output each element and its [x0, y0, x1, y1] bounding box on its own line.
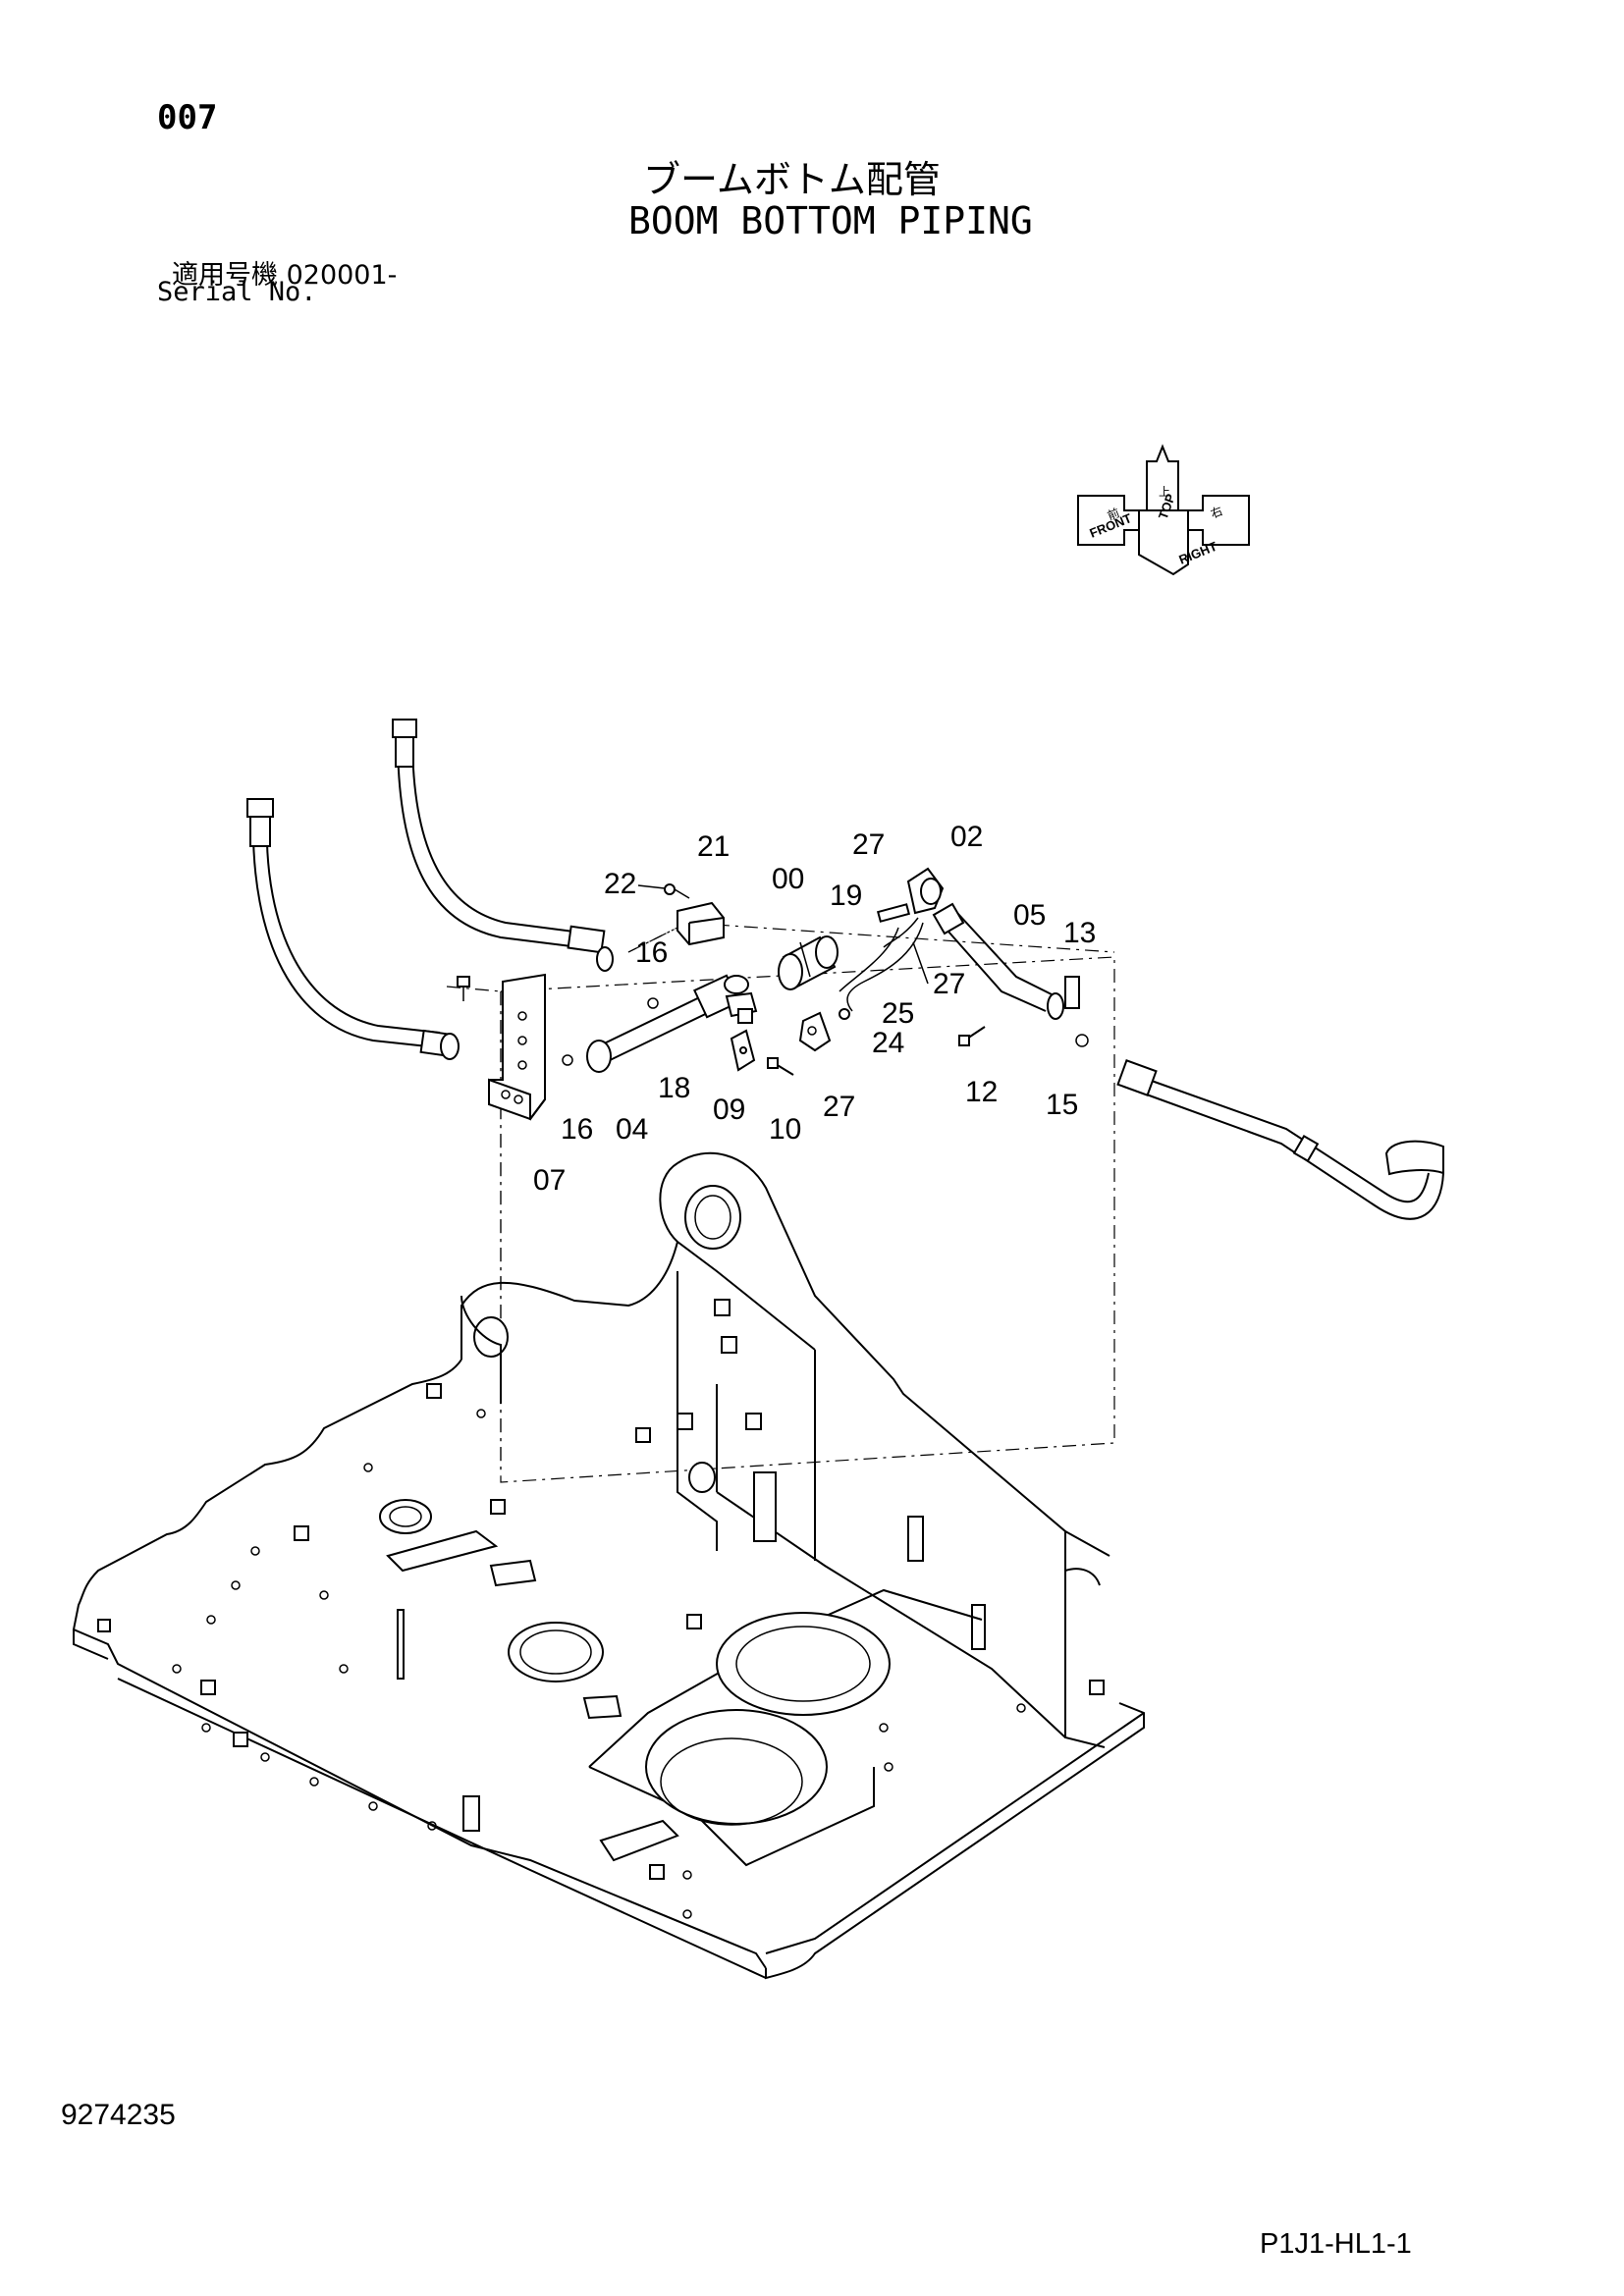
callout-07: 07: [533, 1164, 566, 1197]
clamp-21: [664, 883, 725, 946]
callout-27-top: 27: [852, 828, 885, 861]
small-parts: [562, 997, 986, 1076]
page-number: 007: [157, 98, 218, 137]
leader-22: [637, 884, 666, 889]
connector-02: [839, 867, 945, 1012]
callout-13: 13: [1063, 917, 1096, 949]
callout-27-mid: 27: [933, 968, 965, 1000]
orientation-right-jp: 右: [1209, 503, 1225, 520]
callout-21: 21: [697, 830, 730, 863]
document-number: 9274235: [61, 2099, 176, 2131]
serial-label-english: Serial No.: [157, 277, 317, 307]
callouts: 21 22 00 27 02 19 05 13 16 27 25 24 18 0…: [533, 821, 1096, 1197]
callout-15: 15: [1046, 1089, 1078, 1121]
boom-foot: [460, 1151, 1110, 1748]
pipe-04: [586, 974, 758, 1073]
callout-25: 25: [882, 997, 914, 1030]
callout-16-upper: 16: [635, 936, 668, 969]
callout-10: 10: [769, 1113, 801, 1146]
callout-12: 12: [965, 1076, 998, 1108]
orientation-front-jp: 前: [1106, 505, 1122, 522]
callout-27-lower: 27: [823, 1091, 855, 1123]
reference-code: P1J1-HL1-1: [1260, 2228, 1412, 2260]
hose-left: [246, 798, 460, 1060]
callout-00: 00: [772, 863, 804, 895]
pipe-05: [932, 902, 1089, 1047]
orientation-indicator: FRONT RIGHT TOP 前 右 上: [1077, 444, 1250, 576]
callout-18: 18: [658, 1072, 690, 1104]
hose-middle: [392, 719, 614, 972]
callout-24: 24: [872, 1027, 904, 1059]
sensor-00: [778, 935, 839, 990]
callout-05: 05: [1013, 899, 1046, 932]
callout-19: 19: [830, 880, 862, 912]
callout-09: 09: [713, 1094, 745, 1126]
orientation-right-label: RIGHT: [1177, 539, 1219, 567]
assembly-centerlines: [446, 922, 1115, 1483]
leader-27-mid: [912, 941, 929, 985]
hose-right: [1116, 1059, 1444, 1220]
callout-22: 22: [604, 868, 636, 900]
title-japanese: ブームボトム配管: [643, 158, 941, 201]
bracket-07: [457, 973, 546, 1121]
callout-04: 04: [616, 1113, 648, 1146]
plate-24: [798, 1008, 850, 1052]
callout-02: 02: [950, 821, 983, 853]
base-frame: [72, 1359, 1145, 1980]
title-english: BOOM BOTTOM PIPING: [628, 199, 1033, 242]
orientation-top-jp: 上: [1159, 485, 1170, 499]
serial-label-japanese: 適用号機 020001-: [172, 260, 398, 291]
callout-16-lower: 16: [561, 1113, 593, 1146]
